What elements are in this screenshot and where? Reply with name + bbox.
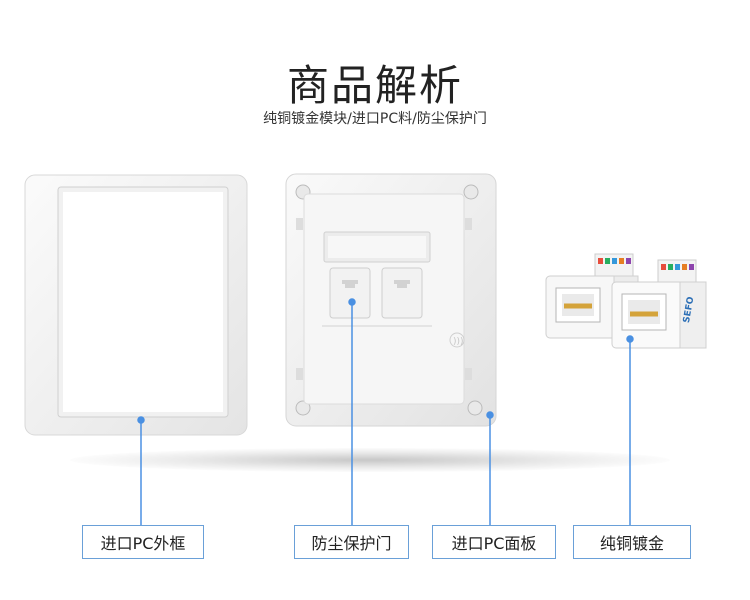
keystone-modules-image — [545, 253, 707, 349]
svg-text:))): ))) — [453, 337, 464, 347]
frame-label: 进口PC外框 — [82, 525, 204, 559]
dust-door-label: 防尘保护门 — [294, 525, 409, 559]
page-title: 商品解析 — [286, 61, 463, 110]
product-shadow — [70, 448, 670, 472]
panel-label: 进口PC面板 — [432, 525, 556, 559]
panel-image: ))) — [285, 173, 497, 427]
outer-frame-image — [24, 174, 248, 436]
page-subtitle: 纯铜镀金模块/进口PC料/防尘保护门 — [263, 111, 487, 127]
gold-label: 纯铜镀金 — [573, 525, 691, 559]
